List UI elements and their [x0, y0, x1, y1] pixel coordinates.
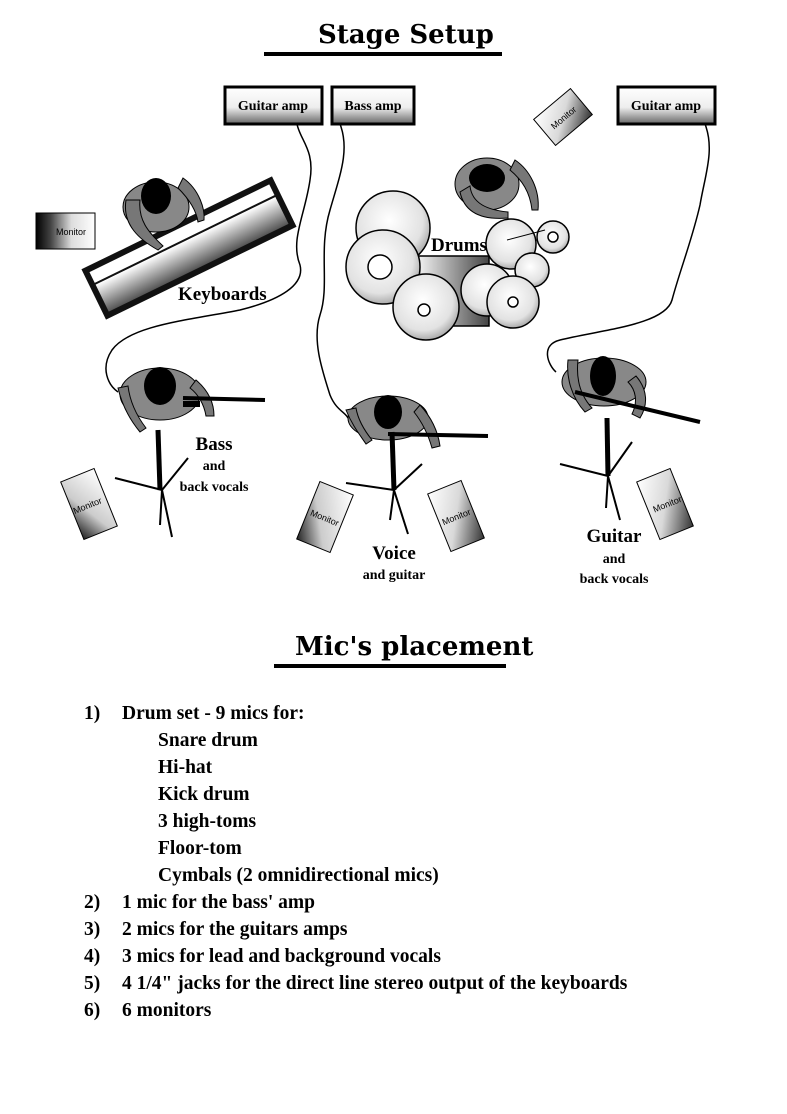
keyboard-instrument — [81, 176, 297, 320]
keyboard-player — [122, 177, 205, 251]
mic-title-underline — [274, 664, 506, 668]
guitar-line2: and — [603, 552, 626, 567]
mic-stand-voice — [345, 431, 423, 535]
monitor-top: Monitor — [532, 87, 594, 147]
amp-guitar-right: Guitar amp — [616, 85, 717, 126]
svg-text:Monitor: Monitor — [56, 227, 86, 237]
monitor-left: Monitor — [35, 212, 96, 250]
amp-bass: Bass amp — [330, 85, 416, 126]
bass-line3: back vocals — [180, 480, 249, 495]
drummer — [454, 157, 539, 219]
monitor-guitar: Monitor — [636, 467, 694, 541]
amp-label: Guitar amp — [631, 99, 701, 114]
bass-player — [117, 367, 266, 433]
title-underline — [264, 52, 502, 56]
bass-line2: and — [203, 459, 226, 474]
keyboards-label: Keyboards — [178, 284, 267, 305]
monitor-voice-left: Monitor — [296, 480, 354, 554]
guitar-name: Guitar — [587, 526, 642, 547]
guitar-player — [561, 356, 701, 424]
bass-name: Bass — [196, 434, 233, 455]
cables — [105, 123, 711, 419]
monitor-bass: Monitor — [60, 467, 118, 541]
mic-placement-title: Mic's placement — [295, 632, 534, 662]
mic-stand-bass — [114, 429, 189, 538]
amp-label: Bass amp — [344, 99, 401, 114]
amp-guitar-left: Guitar amp — [223, 85, 324, 126]
voice-line2: and guitar — [363, 568, 426, 583]
drum-kit — [345, 190, 570, 341]
monitor-voice-right: Monitor — [427, 479, 485, 553]
mic-stand-guitar — [559, 417, 633, 521]
voice-name: Voice — [372, 543, 416, 564]
amp-label: Guitar amp — [238, 99, 308, 114]
drums-label: Drums — [431, 235, 487, 256]
stage-setup-title: Stage Setup — [318, 20, 494, 50]
stage-diagram: Guitar amp Bass amp Guitar amp Monitor M… — [35, 85, 717, 587]
voice-player — [345, 395, 489, 449]
guitar-line3: back vocals — [580, 572, 649, 587]
